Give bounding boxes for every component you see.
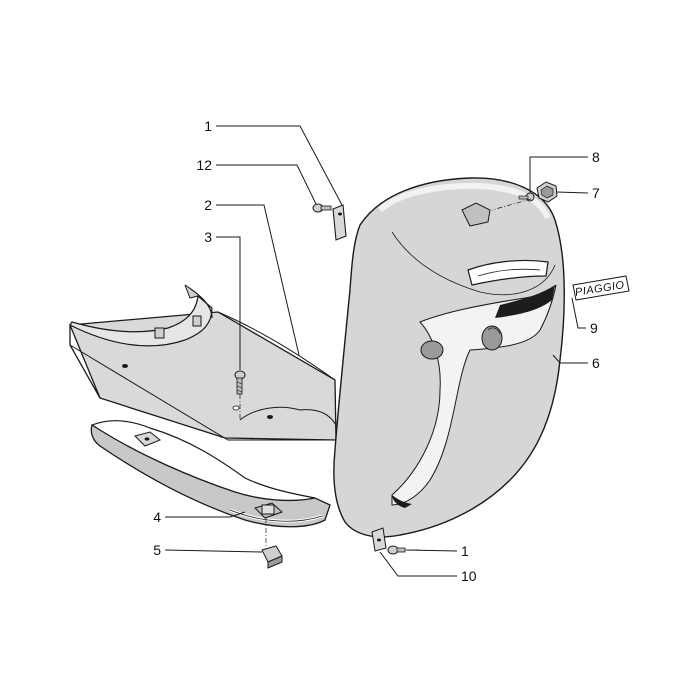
- callout-9: 9: [590, 320, 598, 336]
- hardware-parts: [234, 181, 558, 569]
- callout-8: 8: [592, 149, 600, 165]
- callout-6: 6: [592, 355, 600, 371]
- screw-lower-1: [387, 545, 406, 555]
- callout-12: 12: [196, 157, 212, 173]
- callout-3: 3: [204, 229, 212, 245]
- callout-1-upper: 1: [204, 118, 212, 134]
- callout-5: 5: [153, 542, 161, 558]
- brand-decal: PIAGGIO: [572, 275, 630, 301]
- screw-8: [518, 192, 535, 202]
- callout-numbers: 1 12 2 3 8 7 9 6 4 5 1 10: [153, 118, 600, 584]
- callout-2: 2: [204, 197, 212, 213]
- bracket-plate-upper: [332, 204, 347, 241]
- leg-shield: [333, 177, 565, 552]
- rear-mudguard-piece: [69, 284, 213, 347]
- clip-5: [261, 545, 283, 569]
- callout-7: 7: [592, 185, 600, 201]
- callout-1-lower: 1: [461, 543, 469, 559]
- callout-10: 10: [461, 568, 477, 584]
- screw-12: [312, 203, 332, 213]
- bottom-shell: [90, 420, 331, 528]
- screw-3: [234, 370, 246, 395]
- callout-4: 4: [153, 509, 161, 525]
- emblem-nut-7: [536, 181, 558, 203]
- leader-lines: [164, 125, 589, 577]
